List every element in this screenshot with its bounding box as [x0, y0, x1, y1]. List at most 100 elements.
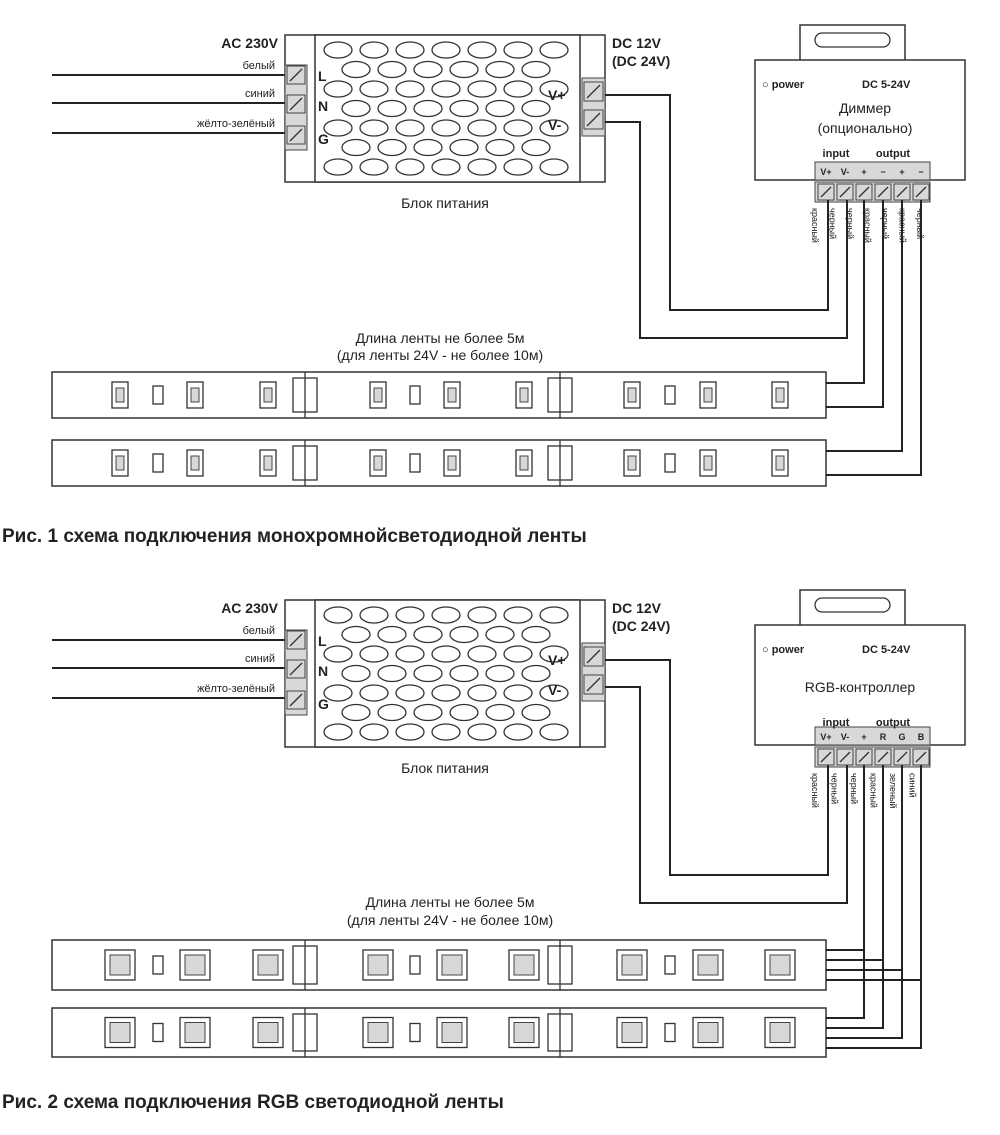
terminal-mark: −: [880, 167, 885, 177]
vent-hole: [449, 703, 479, 722]
led-strip: [51, 1007, 827, 1058]
vent-hole: [449, 138, 479, 157]
resistor: [409, 955, 421, 975]
vent-hole: [359, 80, 389, 98]
vent-hole: [521, 703, 551, 722]
output-wire: [826, 765, 903, 1039]
led-chip-core: [190, 455, 200, 471]
screw-slot: [896, 186, 908, 198]
vent-hole: [521, 138, 551, 157]
vent-hole: [395, 80, 425, 98]
wire-color-label: красный: [810, 208, 820, 243]
psu-label: Блок питания: [401, 195, 489, 211]
power-indicator-label: ○ power: [762, 79, 805, 91]
rgb-led-lens: [697, 954, 719, 976]
vent-hole: [485, 703, 515, 722]
length-note-24v: (для ленты 24V - не более 10м): [347, 912, 553, 928]
controller-name: Диммер: [839, 100, 891, 116]
vent-hole: [431, 80, 461, 98]
controller-box: [754, 624, 966, 746]
wire-color-label: черный: [830, 773, 840, 804]
wire-label-yellow-green: жёлто-зелёный: [197, 683, 275, 695]
dc-positive-wire: [605, 94, 829, 311]
psu-output-vminus: V-: [548, 117, 562, 133]
led-chip-core: [447, 387, 457, 403]
terminal-mark: V+: [820, 732, 831, 742]
led-chip: [623, 449, 641, 477]
terminal-mark: V+: [820, 167, 831, 177]
vent-hole: [377, 625, 407, 644]
vent-hole: [449, 664, 479, 683]
screw-slot: [289, 693, 303, 707]
vent-hole: [485, 138, 515, 157]
vent-hole: [323, 606, 353, 624]
contact-pads: [547, 445, 573, 481]
vent-hole: [395, 723, 425, 741]
vent-hole: [395, 684, 425, 702]
rgb-led-lens: [769, 1022, 791, 1043]
resistor: [152, 955, 164, 975]
contact-pads: [292, 377, 318, 413]
length-note-24v: (для ленты 24V - не более 10м): [337, 347, 543, 363]
rgb-led-lens: [697, 1022, 719, 1043]
vent-hole: [539, 41, 569, 59]
controller-input-label: input: [823, 148, 850, 160]
rgb-led-lens: [621, 954, 643, 976]
vent-hole: [503, 119, 533, 137]
vent-hole: [467, 158, 497, 176]
figure-caption: Рис. 1 схема подключения монохромнойсвет…: [2, 526, 587, 547]
terminal-mark: +: [861, 167, 866, 177]
wire-color-label: черный: [880, 208, 890, 239]
wire-color-label: красный: [810, 773, 820, 808]
vent-hole: [377, 99, 407, 118]
dc-label: DC 12V: [612, 600, 662, 616]
resistor: [152, 1022, 164, 1043]
output-wire: [826, 200, 865, 384]
vent-hole: [485, 664, 515, 683]
vent-hole: [503, 723, 533, 741]
led-strip: [51, 439, 827, 487]
vent-hole: [413, 60, 443, 79]
figure-caption: Рис. 2 схема подключения RGB светодиодно…: [2, 1092, 504, 1113]
vent-hole: [359, 119, 389, 137]
led-chip: [186, 449, 204, 477]
led-chip: [186, 381, 204, 409]
rgb-led-chip: [764, 1016, 796, 1049]
vent-hole: [539, 723, 569, 741]
terminal-letter-g: G: [318, 696, 329, 712]
vent-hole: [323, 723, 353, 741]
vent-hole: [395, 41, 425, 59]
vent-hole: [539, 684, 569, 702]
controller-name-note: (опционально): [818, 120, 913, 136]
resistor: [664, 1022, 676, 1043]
vent-hole: [341, 99, 371, 118]
vent-hole: [359, 723, 389, 741]
psu-output-vplus: V+: [548, 652, 566, 668]
output-wire: [826, 765, 884, 1029]
output-wire: [826, 200, 922, 476]
led-chip-core: [115, 455, 125, 471]
rgb-led-chip: [764, 949, 796, 981]
screw-slot: [915, 186, 927, 198]
vent-hole: [377, 138, 407, 157]
rgb-led-lens: [621, 1022, 643, 1043]
ac-label: AC 230V: [221, 35, 278, 51]
led-chip: [771, 449, 789, 477]
vent-hole: [539, 119, 569, 137]
vent-hole: [359, 684, 389, 702]
led-chip: [443, 381, 461, 409]
led-strip-body: [51, 439, 827, 487]
vent-hole: [503, 645, 533, 663]
wire-color-label: черный: [845, 208, 855, 239]
psu-label: Блок питания: [401, 760, 489, 776]
rgb-led-lens: [513, 954, 535, 976]
vent-hole: [521, 664, 551, 683]
dc-alt-label: (DC 24V): [612, 53, 670, 69]
vent-hole: [341, 138, 371, 157]
led-chip: [623, 381, 641, 409]
vent-hole: [341, 703, 371, 722]
vent-hole: [539, 606, 569, 624]
terminal-mark: V-: [841, 732, 850, 742]
terminal-letter-n: N: [318, 663, 328, 679]
